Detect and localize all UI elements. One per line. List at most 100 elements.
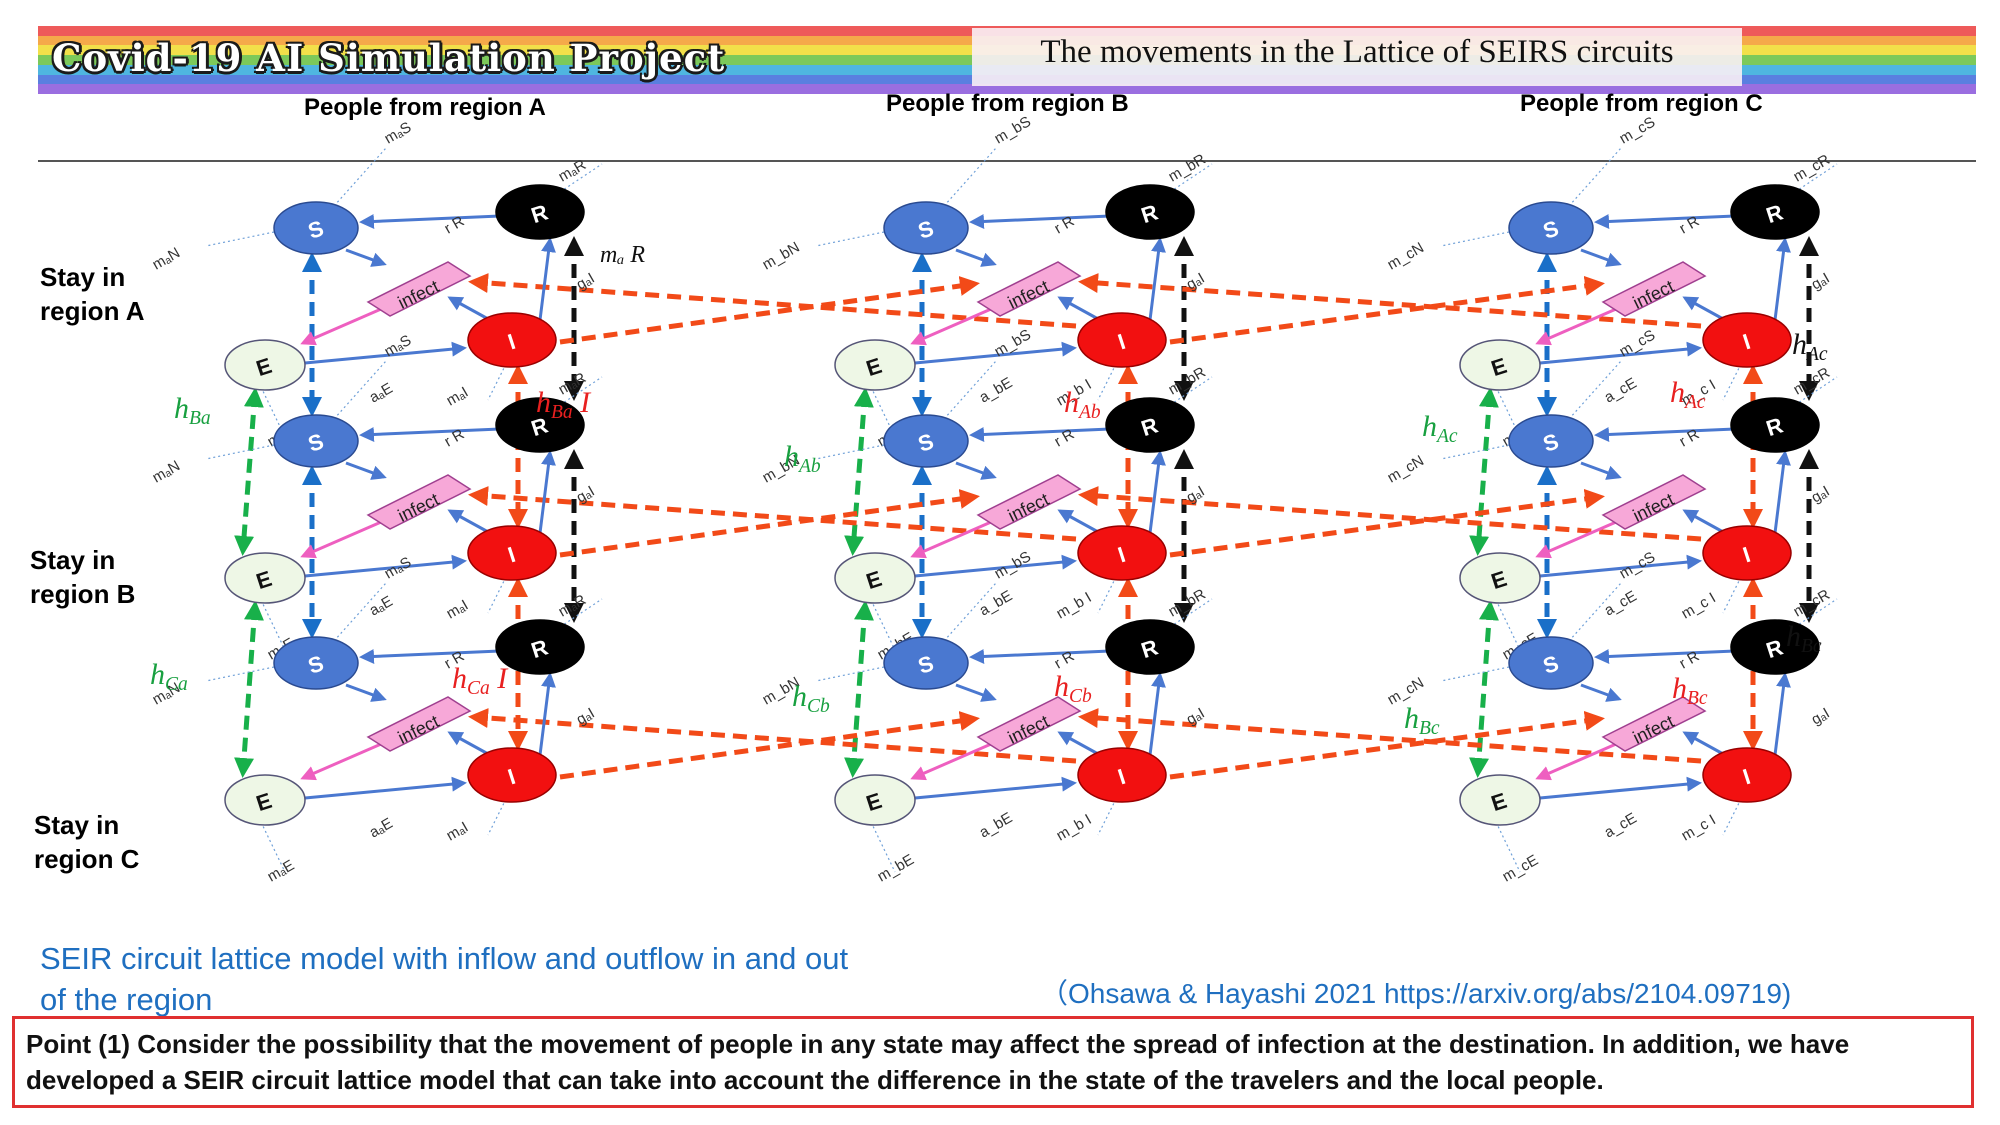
flow-arrow-i-to-r	[538, 237, 556, 321]
node-infect	[1601, 474, 1707, 530]
flow-arrow-infect-to-e	[1535, 739, 1624, 781]
flow-arrow-i-to-infect	[1682, 731, 1726, 757]
influence-arrow-backward	[468, 273, 1077, 329]
node-s	[273, 201, 359, 255]
leader-line	[815, 666, 885, 682]
node-label-r: R	[1763, 412, 1786, 441]
flow-arrow-r-to-s	[359, 648, 501, 664]
flow-label-hca-red: hCa I	[452, 662, 509, 699]
edge-label-ms: m_cS	[1617, 549, 1659, 583]
edge-label-mi: m_b I	[1054, 811, 1095, 844]
leader-line	[943, 147, 997, 207]
node-s	[883, 636, 969, 690]
leader-line	[1440, 666, 1510, 682]
node-i	[467, 525, 557, 581]
row-header-stay-a: Stay in region A	[40, 260, 144, 328]
node-e	[224, 774, 306, 826]
flow-label-hac-green: hAc	[1422, 410, 1458, 447]
label-main: h	[792, 680, 807, 713]
flow-arrow-i-to-r	[538, 450, 556, 534]
flow-arrow-i-to-infect	[1682, 509, 1726, 535]
node-r	[495, 619, 585, 675]
flow-arrow-r-to-s	[1594, 648, 1736, 664]
leader-line	[205, 231, 275, 247]
flow-arrow-i-to-r	[1773, 672, 1791, 756]
row-header-stay-b: Stay in region B	[30, 543, 135, 611]
edge-label-ms: mₐS	[382, 554, 415, 583]
leader-line	[1722, 363, 1742, 401]
flow-arrow-infect-to-e	[910, 304, 999, 346]
node-infect	[366, 474, 472, 530]
label-sub: Ac	[1805, 344, 1828, 365]
node-r	[1730, 619, 1820, 675]
flow-arrow-i-to-infect	[1057, 509, 1101, 535]
edge-label-gi: gₐI	[574, 270, 598, 294]
node-e	[224, 339, 306, 391]
flow-arrow-s-to-infect	[955, 683, 997, 702]
flow-arrow-i-to-r	[1773, 237, 1791, 321]
edge-label-ms: m_bS	[992, 113, 1034, 147]
node-i	[467, 747, 557, 803]
flow-arrow-i-to-r	[1148, 672, 1166, 756]
label-sub: Ac	[1435, 426, 1458, 447]
label-sub: Ba	[189, 408, 211, 429]
node-i	[1077, 312, 1167, 368]
node-s	[1508, 201, 1594, 255]
node-r	[1105, 184, 1195, 240]
edge-label-me: mₐE	[265, 857, 298, 886]
flow-arrow-i-to-infect	[1057, 296, 1101, 322]
flow-arrow-infect-to-e	[1535, 517, 1624, 559]
flow-arrow-s-to-infect	[955, 248, 997, 267]
leader-line	[205, 666, 275, 682]
flow-label-hab-red: hAb	[1064, 386, 1101, 423]
point-box	[12, 1016, 1974, 1108]
flow-arrow-e-to-i	[914, 776, 1077, 800]
label-main: h	[1422, 410, 1437, 443]
leader-line	[1794, 598, 1838, 628]
flow-label-ma-r: mₐ R	[600, 242, 645, 268]
influence-arrow-backward	[1078, 708, 1702, 764]
leader-line	[1097, 798, 1117, 836]
rainbow-band	[38, 84, 1976, 95]
leader-line	[1794, 376, 1838, 406]
leader-line	[559, 376, 603, 406]
node-e	[834, 552, 916, 604]
label-sub: Bc	[1419, 718, 1440, 739]
node-i	[1077, 525, 1167, 581]
influence-arrow-forward	[559, 276, 980, 345]
flow-arrow-infect-to-e	[1535, 304, 1624, 346]
label-main: h	[1404, 702, 1419, 735]
edge-label-gi: gₐI	[1809, 705, 1833, 729]
node-s	[273, 414, 359, 468]
flow-arrow-s-to-infect	[345, 248, 387, 267]
column-header-region-a: People from region A	[304, 94, 546, 121]
edge-label-gi: gₐI	[1184, 705, 1208, 729]
edge-label-ms: mₐS	[382, 119, 415, 148]
leader-line	[260, 599, 286, 651]
flow-arrow-r-to-s	[359, 426, 501, 442]
leader-line	[487, 576, 507, 614]
leader-line	[815, 444, 885, 460]
citation-link[interactable]: （Ohsawa & Hayashi 2021 https://arxiv.org…	[1040, 978, 1792, 1009]
edge-label-mn: mₐN	[150, 244, 184, 273]
leader-line	[1169, 598, 1213, 628]
flow-label-hbc-green: hBc	[1404, 702, 1440, 739]
edge-label-gi: gₐI	[1809, 270, 1833, 294]
node-e	[1459, 774, 1541, 826]
node-e	[834, 339, 916, 391]
leader-line	[205, 444, 275, 460]
leader-line	[1097, 363, 1117, 401]
edge-label-mi: m_c I	[1679, 811, 1719, 844]
flow-label-hac-red: hAc	[1670, 376, 1706, 413]
label-main: h	[1064, 386, 1079, 419]
leader-line	[870, 599, 896, 651]
node-infect	[976, 261, 1082, 317]
edge-label-mr: mₐR	[556, 156, 590, 185]
flow-label-hcb-green: hCb	[792, 680, 830, 717]
node-infect	[976, 474, 1082, 530]
